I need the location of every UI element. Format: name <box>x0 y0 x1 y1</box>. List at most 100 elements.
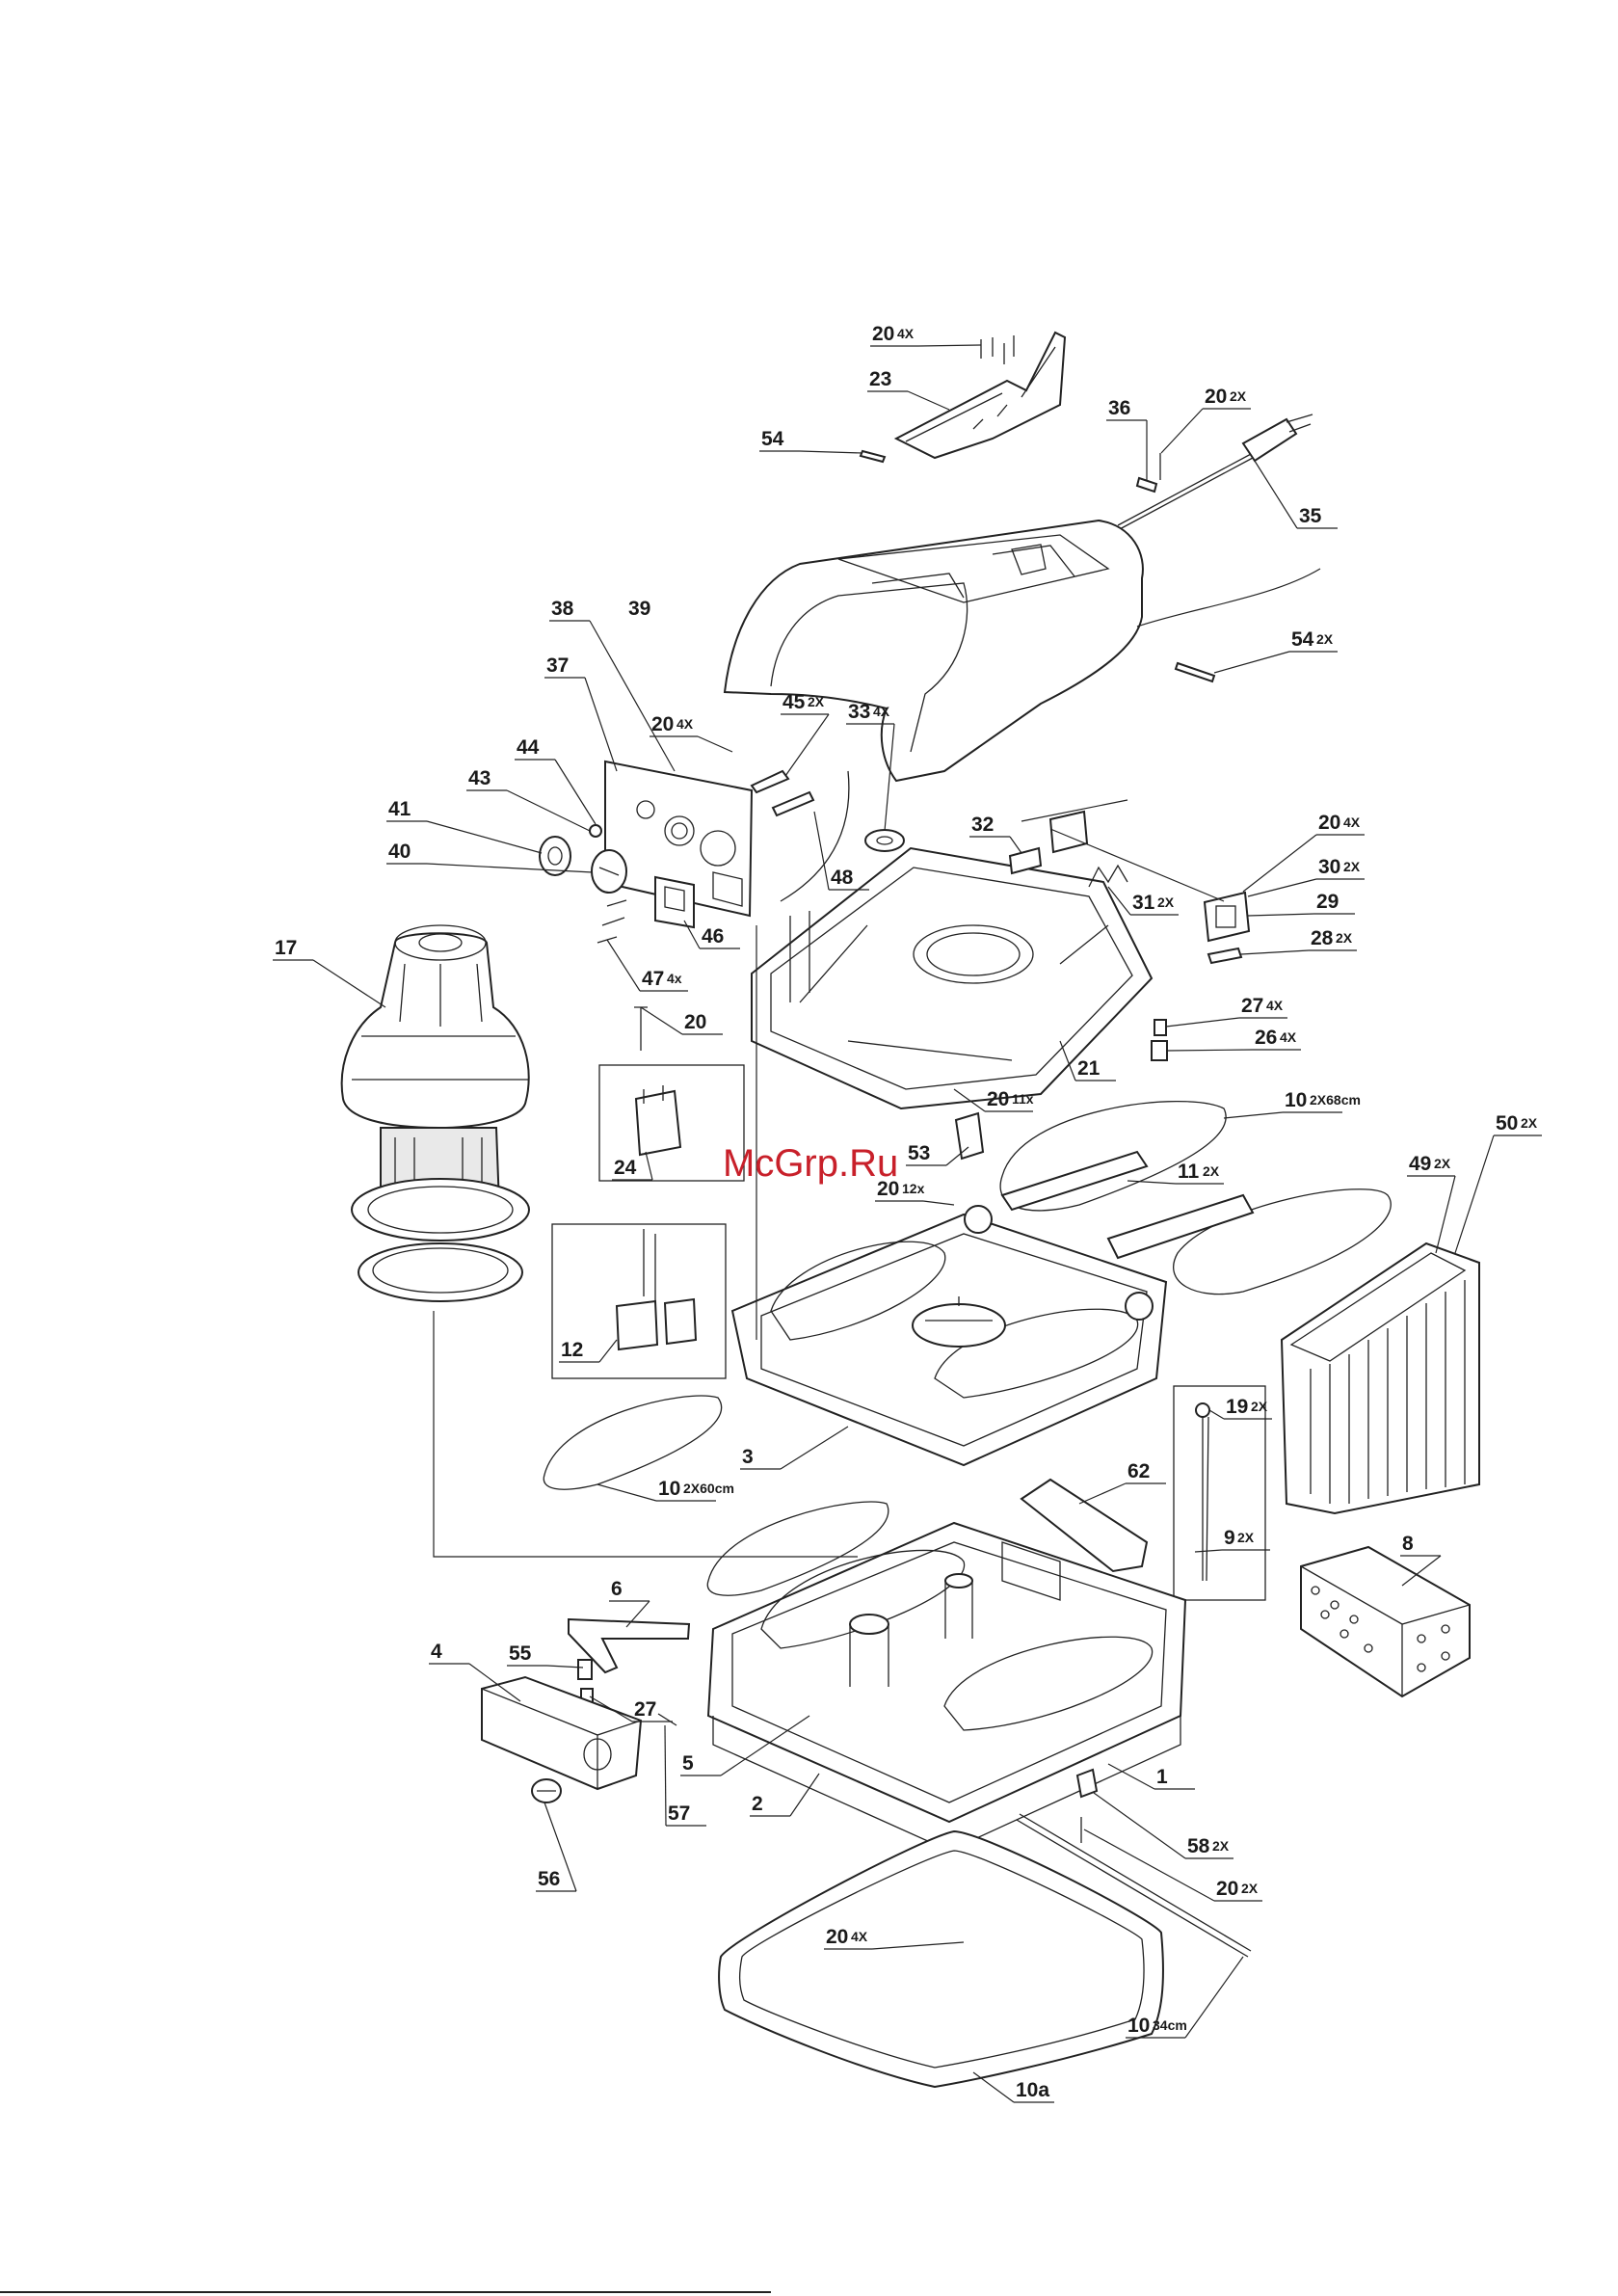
callout-2: 2 <box>750 1774 819 1816</box>
callout-number: 38 <box>551 598 574 620</box>
callout-54: 542X <box>1214 628 1338 673</box>
part-ring-33 <box>865 830 904 851</box>
callout-44: 44 <box>515 736 596 824</box>
callout-number: 32 <box>971 814 994 836</box>
callout-leader <box>1224 1112 1283 1118</box>
callout-27: 274X <box>1166 995 1287 1027</box>
callout-leader <box>790 1774 819 1816</box>
callout-36: 36 <box>1106 397 1147 480</box>
callout-number: 47 <box>642 968 664 990</box>
callout-38: 38 <box>549 598 675 771</box>
callout-leader <box>918 345 981 346</box>
callout-number: 20 <box>872 323 894 345</box>
callout-leader <box>1248 879 1316 896</box>
callout-leader <box>597 1484 656 1501</box>
callout-number: 17 <box>275 937 297 959</box>
callout-quantity: 4X <box>1343 814 1361 830</box>
callout-number: 30 <box>1318 856 1340 878</box>
callout-leader <box>1161 409 1203 453</box>
callout-number: 31 <box>1132 892 1155 914</box>
callout-number: 20 <box>826 1926 848 1948</box>
callout-leader <box>1243 835 1316 892</box>
callout-43: 43 <box>466 767 590 831</box>
callout-number: 10 <box>1127 2015 1150 2037</box>
watermark-text: McGrp.Ru <box>723 1142 898 1185</box>
callout-leader <box>698 736 732 752</box>
callout-number: 46 <box>702 925 724 948</box>
part-connectors-45 <box>752 771 813 815</box>
callout-quantity: 2X <box>1212 1838 1230 1854</box>
callout-50: 502X <box>1455 1112 1542 1253</box>
callout-quantity: 4X <box>1280 1029 1297 1045</box>
callout-number: 37 <box>546 654 569 677</box>
callout-quantity: 4X <box>851 1929 868 1944</box>
part-cord-clamp <box>1137 478 1156 492</box>
callout-quantity: 2X <box>1230 388 1247 404</box>
part-knob-56 <box>532 1779 561 1802</box>
callout-quantity: 2X <box>1434 1156 1451 1171</box>
callout-62: 62 <box>1079 1460 1166 1504</box>
callout-number: 36 <box>1108 397 1130 419</box>
callout-number: 56 <box>538 1868 560 1890</box>
callout-leader <box>923 1201 954 1205</box>
callout-number: 1 <box>1156 1766 1168 1788</box>
callout-number: 20 <box>651 713 674 735</box>
callout-23: 23 <box>867 368 949 410</box>
callout-1: 1 <box>1108 1764 1195 1789</box>
callout-leader <box>1079 1483 1126 1504</box>
callout-20: 20 <box>641 1007 723 1034</box>
part-base-tub <box>708 1523 1185 1851</box>
part-pin-54-pair <box>1176 663 1214 681</box>
part-middle-housing <box>732 1206 1166 1465</box>
callout-leader <box>585 678 617 771</box>
callout-leader <box>641 1007 682 1034</box>
callout-number: 54 <box>761 428 784 450</box>
callout-leader <box>1248 914 1314 916</box>
callout-quantity: 2X <box>1521 1115 1538 1131</box>
callout-number: 29 <box>1316 891 1339 913</box>
callout-number: 20 <box>1205 386 1227 408</box>
callout-leader <box>973 2072 1014 2102</box>
part-knob-40 <box>592 850 626 893</box>
callout-number: 62 <box>1127 1460 1150 1482</box>
callout-number: 2 <box>752 1793 763 1815</box>
callout-number: 11 <box>1178 1161 1200 1183</box>
callout-leader <box>1167 1050 1253 1051</box>
callout-number: 33 <box>848 701 870 723</box>
callout-6: 6 <box>609 1578 650 1627</box>
callout-leader <box>1166 1018 1239 1027</box>
part-rod-box <box>1174 1386 1265 1600</box>
callout-leader <box>1209 1410 1224 1419</box>
callout-29: 29 <box>1248 891 1355 916</box>
callout-number: 21 <box>1077 1057 1101 1080</box>
callout-leader <box>555 760 596 824</box>
callout-quantity: 4X <box>873 704 890 719</box>
part-foam-block <box>1301 1547 1470 1696</box>
callout-number: 48 <box>831 867 854 889</box>
callout-58: 582X <box>1094 1793 1233 1858</box>
callout-56: 56 <box>536 1802 576 1891</box>
callout-leader <box>1455 1135 1494 1253</box>
callout-leader <box>427 821 542 853</box>
callout-quantity: 4X <box>1266 998 1284 1013</box>
callout-number: 4 <box>431 1641 442 1663</box>
callout-54: 54 <box>759 428 862 453</box>
callout-number: 45 <box>782 691 806 713</box>
callout-quantity: 2X <box>1203 1163 1220 1179</box>
part-transformer <box>1205 893 1249 941</box>
callout-number: 40 <box>388 841 411 863</box>
callout-quantity: 4X <box>897 326 915 341</box>
callout-leader <box>313 960 385 1007</box>
callout-leader <box>607 940 640 991</box>
callout-number: 24 <box>614 1157 637 1179</box>
callout-17: 17 <box>273 937 385 1007</box>
callout-leader <box>665 1725 666 1826</box>
part-bottom-frame <box>719 1831 1163 2087</box>
part-clip-58 <box>1077 1770 1097 1797</box>
callout-35: 35 <box>1253 458 1338 528</box>
